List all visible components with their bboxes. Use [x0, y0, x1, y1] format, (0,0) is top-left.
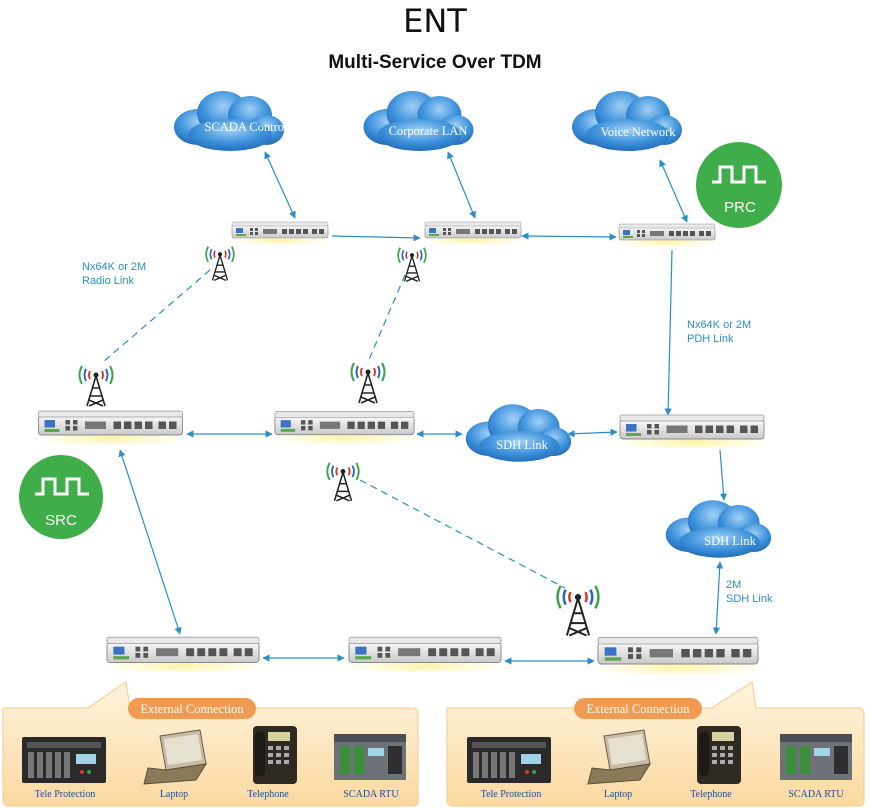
scada-rtu-icon: [334, 734, 406, 780]
svg-text:Laptop: Laptop: [160, 789, 188, 800]
external-connection-left: External Connection: [2, 681, 419, 807]
cloud-sdh-link-mid: SDH Link: [465, 404, 572, 462]
svg-text:External Connection: External Connection: [586, 702, 690, 716]
svg-text:SRC: SRC: [45, 512, 77, 529]
svg-text:SCADA RTU: SCADA RTU: [343, 789, 399, 800]
svg-text:Telephone: Telephone: [247, 789, 289, 800]
device-top-right: [617, 223, 717, 246]
device-top-mid: [423, 221, 523, 244]
svg-text:SCADA Control: SCADA Control: [204, 120, 288, 134]
svg-text:PRC: PRC: [724, 199, 756, 216]
external-connection-title-pill: [128, 698, 256, 719]
radio-tower-icon: [556, 584, 600, 637]
device-bottom-left: [103, 636, 263, 672]
radio-link-label-line1: Nx64K or 2M: [82, 261, 147, 273]
radio-link-label-line2: Radio Link: [82, 275, 134, 287]
svg-text:Voice Network: Voice Network: [600, 125, 676, 139]
pdh-link-label: Nx64K or 2M PDH Link: [687, 318, 751, 346]
device-mid-right: [617, 414, 767, 448]
sdh-link-label: 2M SDH Link: [726, 578, 772, 606]
tele-protection-icon: [22, 737, 106, 783]
cloud-scada-control: SCADA Control: [174, 91, 288, 151]
radio-tower-icon: [205, 245, 235, 282]
device-bottom-right: [594, 636, 762, 674]
svg-text:Tele Protection: Tele Protection: [481, 789, 542, 800]
prc-clock-badge: PRC: [696, 142, 782, 228]
tele-protection-icon: [467, 737, 551, 783]
network-links: [118, 151, 728, 665]
svg-text:SDH Link: SDH Link: [704, 534, 756, 548]
svg-text:Tele Protection: Tele Protection: [35, 789, 96, 800]
cloud-voice-network: Voice Network: [572, 91, 682, 151]
sdh-link-label-line2: SDH Link: [726, 593, 773, 605]
svg-text:SDH Link: SDH Link: [496, 438, 548, 452]
cloud-corporate-lan: Corporate LAN: [363, 91, 474, 151]
device-mid-center: [272, 410, 417, 444]
radio-links: [102, 269, 566, 589]
diagram-subtitle: Multi-Service Over TDM: [328, 52, 542, 73]
radio-tower-icon: [78, 365, 114, 407]
scada-rtu-icon: [780, 734, 852, 780]
radio-tower-icon: [397, 246, 427, 283]
external-connection-title-pill: [574, 698, 702, 719]
device-bottom-mid: [344, 636, 506, 672]
diagram-title: ENT: [403, 2, 467, 40]
device-mid-left: [33, 410, 188, 444]
svg-text:Telephone: Telephone: [690, 789, 732, 800]
radio-tower-icon: [350, 362, 386, 404]
svg-text:Laptop: Laptop: [604, 789, 632, 800]
svg-text:SCADA RTU: SCADA RTU: [788, 789, 844, 800]
cloud-sdh-link-right: SDH Link: [665, 500, 772, 558]
svg-text:External Connection: External Connection: [140, 702, 244, 716]
sdh-link-label-line1: 2M: [726, 579, 742, 591]
svg-text:Corporate LAN: Corporate LAN: [389, 124, 468, 138]
radio-tower-icon: [326, 461, 360, 502]
laptop-icon: [587, 729, 651, 785]
pdh-link-label-line2: PDH Link: [687, 333, 734, 345]
device-top-left: [230, 221, 330, 244]
pdh-link-label-line1: Nx64K or 2M: [687, 319, 752, 331]
laptop-icon: [143, 729, 207, 785]
src-clock-badge: SRC: [19, 455, 103, 539]
radio-link-label: Nx64K or 2M Radio Link: [82, 260, 146, 288]
telephone-icon: [253, 726, 297, 784]
external-connection-right: External Connection: [446, 681, 865, 807]
telephone-icon: [697, 726, 741, 784]
